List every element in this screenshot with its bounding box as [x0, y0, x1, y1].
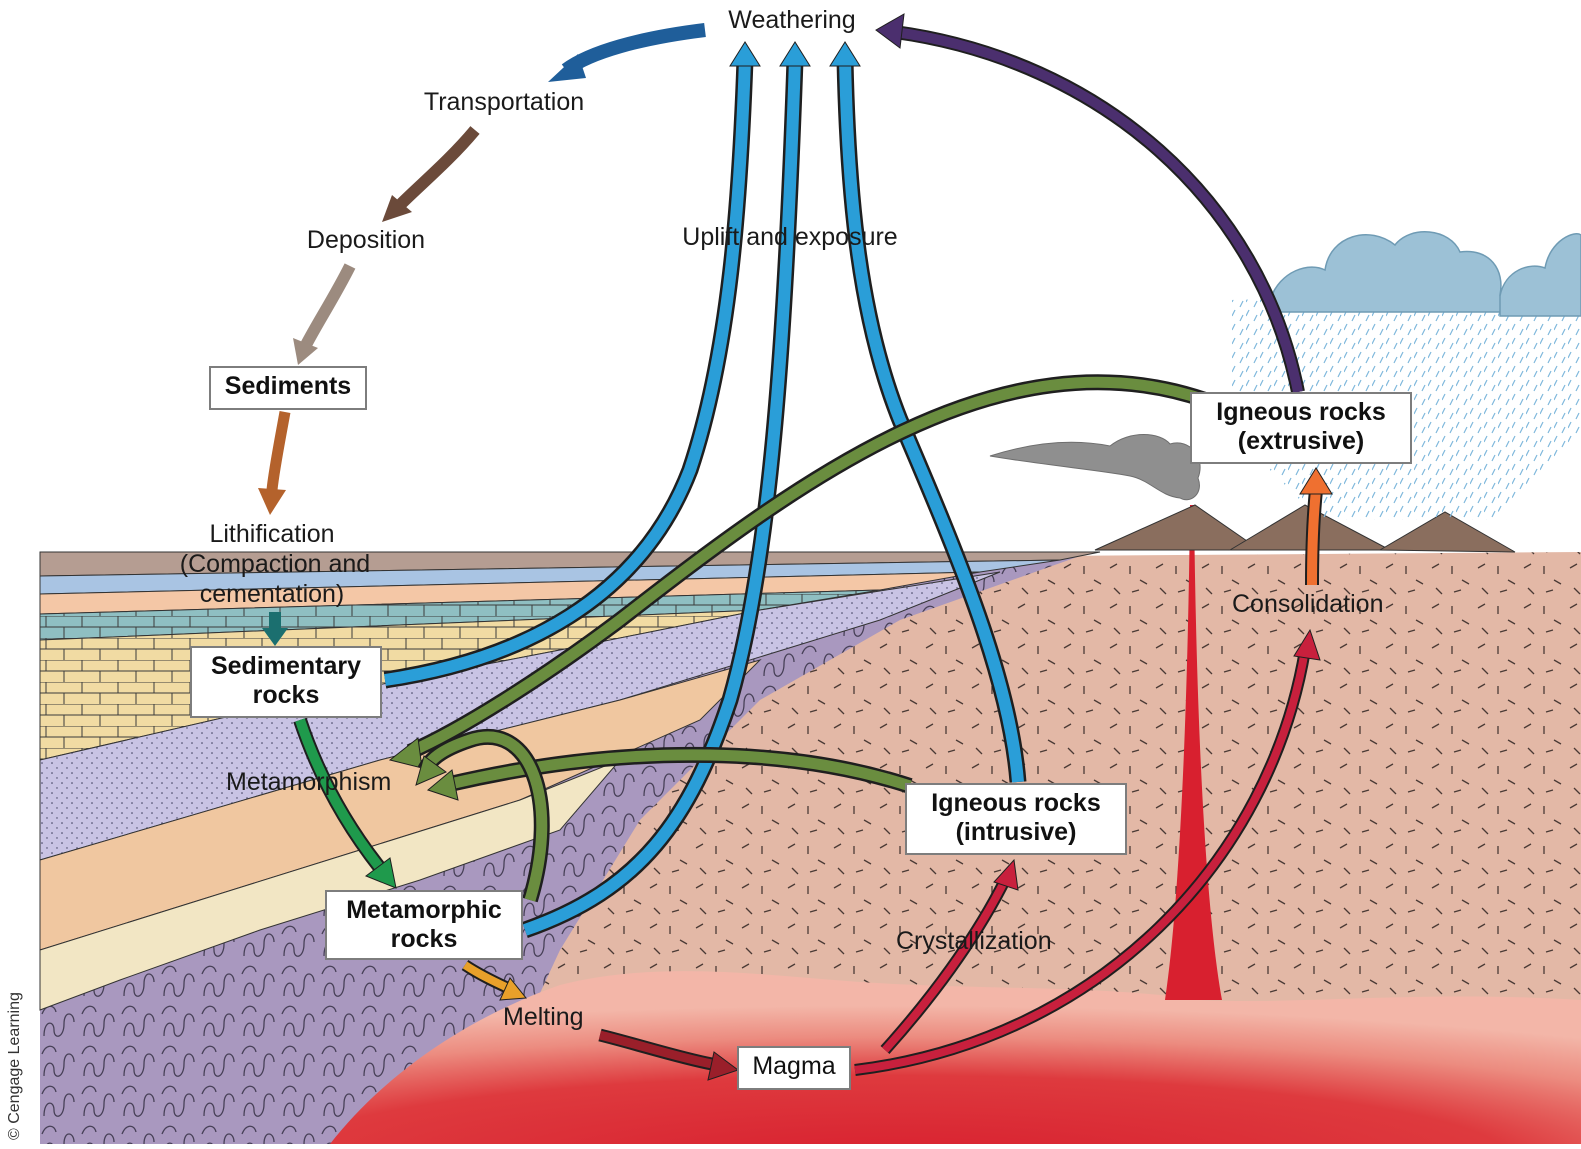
cloud-2: [1500, 234, 1581, 316]
label-metamorphism: Metamorphism: [226, 768, 391, 797]
label-lithification-detail-2: cementation): [200, 580, 345, 609]
label-consolidation: Consolidation: [1232, 590, 1384, 619]
node-sediments-label: Sediments: [219, 372, 357, 401]
node-metamorphic-line1: Metamorphic: [335, 896, 513, 925]
node-magma-label: Magma: [747, 1052, 841, 1081]
node-igneous-extrusive: Igneous rocks (extrusive): [1190, 392, 1412, 464]
label-crystallization: Crystallization: [896, 927, 1052, 956]
label-transportation: Transportation: [424, 88, 584, 117]
node-metamorphic-rocks: Metamorphic rocks: [325, 890, 523, 960]
arrow-transportation-to-deposition: [400, 130, 475, 205]
arrowhead-uplift-2: [780, 42, 810, 66]
label-lithification: Lithification: [209, 520, 334, 549]
node-extrusive-line2: (extrusive): [1200, 427, 1402, 456]
label-melting: Melting: [503, 1003, 584, 1032]
arrowhead-uplift-3: [830, 42, 860, 66]
label-uplift-and-exposure: Uplift and exposure: [682, 223, 897, 252]
arrow-sediments-to-lithification: [272, 412, 285, 490]
label-lithification-detail-1: (Compaction and: [180, 550, 370, 579]
node-intrusive-line2: (intrusive): [915, 818, 1117, 847]
ash-plume: [990, 435, 1200, 500]
arrow-weathering-to-transportation: [566, 30, 705, 70]
volcano-1: [1095, 505, 1260, 550]
label-deposition: Deposition: [307, 226, 425, 255]
cloud-1: [1270, 232, 1519, 312]
arrow-deposition-to-sediments: [306, 266, 350, 345]
node-sedimentary-rocks: Sedimentary rocks: [190, 646, 382, 718]
node-extrusive-line1: Igneous rocks: [1200, 398, 1402, 427]
arrowhead-lithification: [258, 488, 286, 515]
node-igneous-intrusive: Igneous rocks (intrusive): [905, 783, 1127, 855]
label-weathering: Weathering: [728, 6, 855, 35]
arrowhead-uplift-1: [730, 42, 760, 66]
copyright-credit: © Cengage Learning: [6, 992, 24, 1140]
node-intrusive-line1: Igneous rocks: [915, 789, 1117, 818]
arrowhead-weathering: [876, 14, 904, 48]
node-magma: Magma: [737, 1046, 851, 1090]
node-sedimentary-line2: rocks: [200, 681, 372, 710]
node-sedimentary-line1: Sedimentary: [200, 652, 372, 681]
node-metamorphic-line2: rocks: [335, 925, 513, 954]
node-sediments: Sediments: [209, 366, 367, 410]
